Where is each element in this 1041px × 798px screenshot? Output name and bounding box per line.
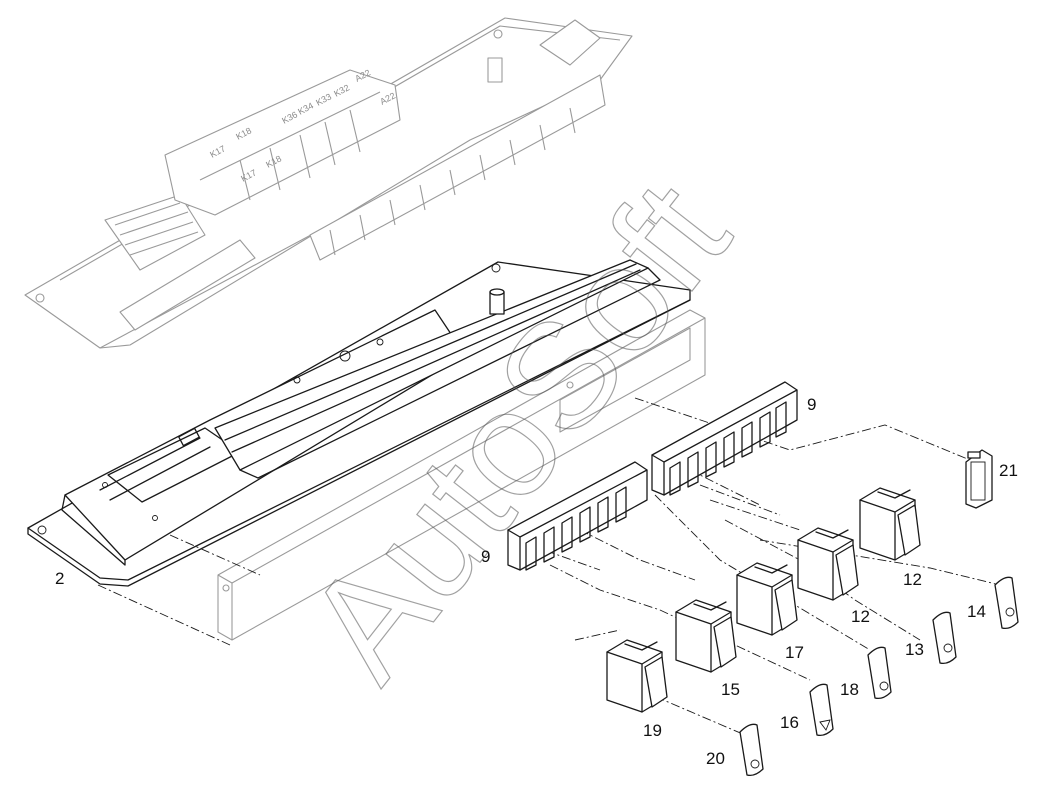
callout-18: 18 [840, 680, 859, 699]
callout-13: 13 [905, 640, 924, 659]
rocker-switch-12b [797, 527, 859, 601]
callouts: 2 9 9 12 12 13 14 15 16 17 18 19 20 21 [55, 395, 1018, 768]
ghost-relay-board: K17 K18 K17 K18 K36 K34 K33 K32 A22 A22 [24, 17, 633, 349]
switch-cap-13 [932, 611, 957, 665]
blank-cover-21 [965, 449, 993, 509]
rocker-switch-19 [606, 639, 668, 713]
callout-21: 21 [999, 461, 1018, 480]
switch-cap-16 [809, 683, 834, 737]
callout-16: 16 [780, 713, 799, 732]
callout-14: 14 [967, 602, 986, 621]
ghost-base-box [217, 309, 706, 641]
callout-17: 17 [785, 643, 804, 662]
switch-cap-14 [994, 576, 1019, 630]
callout-9-upper: 9 [807, 395, 816, 414]
console-panel [27, 259, 691, 587]
callout-15: 15 [721, 680, 740, 699]
callout-20: 20 [706, 749, 725, 768]
rocker-switch-15 [675, 599, 737, 673]
callout-12-left: 12 [851, 607, 870, 626]
switch-cap-18 [867, 646, 892, 700]
callout-19: 19 [643, 721, 662, 740]
rocker-switch-17 [736, 562, 798, 636]
switch-frame-lower [507, 461, 648, 571]
callout-2: 2 [55, 569, 64, 588]
rocker-switch-12a [859, 487, 921, 561]
switch-cap-20 [739, 723, 764, 777]
switch-frame-upper [651, 381, 798, 496]
callout-12-right: 12 [903, 570, 922, 589]
callout-9-lower: 9 [481, 547, 490, 566]
